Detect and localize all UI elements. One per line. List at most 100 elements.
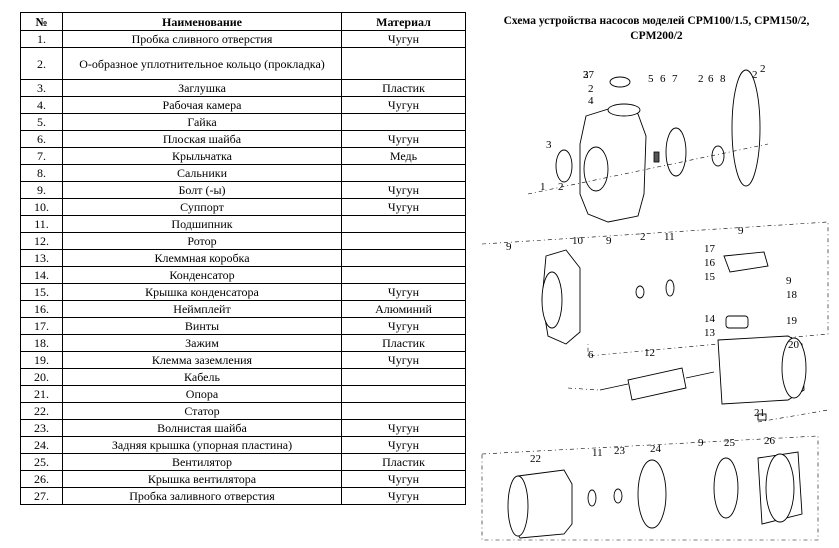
cell-name: Болт (-ы) xyxy=(62,181,342,199)
callout-10: 10 xyxy=(572,235,584,247)
cell-number: 24. xyxy=(20,436,63,454)
callout-23: 23 xyxy=(614,445,626,457)
cell-name: Заглушка xyxy=(62,79,342,97)
cell-name: Вентилятор xyxy=(62,453,342,471)
cell-name: Суппорт xyxy=(62,198,342,216)
callout-27: 27 xyxy=(583,69,595,81)
cell-material: Чугун xyxy=(341,181,466,199)
callout-11b: 11 xyxy=(592,447,603,459)
table-header-row: № Наименование Материал xyxy=(20,12,466,31)
cell-name: Статор xyxy=(62,402,342,420)
callout-11a: 11 xyxy=(664,231,675,243)
table-row: 21.Опора xyxy=(20,385,466,403)
stator-fan-group xyxy=(481,435,819,541)
cell-number: 16. xyxy=(20,300,63,318)
callout-16: 16 xyxy=(704,257,716,269)
callout-2c: 2 xyxy=(752,69,758,81)
rotor-shaft xyxy=(599,371,715,391)
cell-material: Чугун xyxy=(341,419,466,437)
bearing-11b-part xyxy=(587,489,597,507)
header-material: Материал xyxy=(341,12,466,31)
table-row: 14.Конденсатор xyxy=(20,266,466,284)
o-ring-2-part xyxy=(731,69,761,187)
cell-number: 5. xyxy=(20,113,63,131)
motor-group xyxy=(567,335,829,423)
callout-6b: 6 xyxy=(708,73,714,85)
table-row: 2.О-образное уплотнительное кольцо (прок… xyxy=(20,47,466,80)
cell-material xyxy=(341,266,466,284)
cell-material: Пластик xyxy=(341,453,466,471)
cell-number: 1. xyxy=(20,30,63,48)
cell-name: Волнистая шайба xyxy=(62,419,342,437)
cell-material xyxy=(341,385,466,403)
cell-material xyxy=(341,249,466,267)
motor-13-housing xyxy=(717,335,805,405)
cell-material: Пластик xyxy=(341,334,466,352)
callout-14: 14 xyxy=(704,313,716,325)
cell-number: 15. xyxy=(20,283,63,301)
table-row: 13.Клеммная коробка xyxy=(20,249,466,267)
callout-9c: 9 xyxy=(738,225,744,237)
parts-table: № Наименование Материал 1.Пробка сливног… xyxy=(20,12,466,505)
callout-5: 5 xyxy=(648,73,654,85)
callout-25: 25 xyxy=(724,437,736,449)
cell-material: Чугун xyxy=(341,351,466,369)
table-row: 9.Болт (-ы)Чугун xyxy=(20,181,466,199)
callouts: 3 27 2 4 5 6 7 2 6 8 2 3 1 2 9 10 9 2 11… xyxy=(506,63,800,465)
callout-9b: 9 xyxy=(606,235,612,247)
callout-2b: 2 xyxy=(698,73,704,85)
callout-6a: 6 xyxy=(660,73,666,85)
rear-cover-24-part xyxy=(637,459,667,529)
cell-name: Подшипник xyxy=(62,215,342,233)
cell-name: Крышка вентилятора xyxy=(62,470,342,488)
impeller-7-part xyxy=(665,127,687,177)
group-border-lower xyxy=(567,387,829,423)
cell-name: Ротор xyxy=(62,232,342,250)
nut-5-part xyxy=(653,151,660,163)
table-row: 12.Ротор xyxy=(20,232,466,250)
callout-4: 4 xyxy=(588,95,594,107)
cell-material: Чугун xyxy=(341,198,466,216)
callout-22: 22 xyxy=(530,453,541,465)
callout-12: 12 xyxy=(644,347,655,359)
callout-21: 21 xyxy=(754,407,765,419)
exploded-view-diagram: 3 27 2 4 5 6 7 2 6 8 2 3 1 2 9 10 9 2 11… xyxy=(481,63,829,541)
cap-27-part xyxy=(609,76,631,88)
cell-number: 6. xyxy=(20,130,63,148)
cell-name: Зажим xyxy=(62,334,342,352)
capacitor-14-part xyxy=(725,315,749,329)
callout-15: 15 xyxy=(704,271,716,283)
cell-number: 23. xyxy=(20,419,63,437)
cell-name: Задняя крышка (упорная пластина) xyxy=(62,436,342,454)
cell-material xyxy=(341,232,466,250)
callout-2e: 2 xyxy=(640,231,646,243)
callout-7: 7 xyxy=(672,73,678,85)
cell-material xyxy=(341,113,466,131)
cell-number: 3. xyxy=(20,79,63,97)
callout-1: 1 xyxy=(540,181,546,193)
callout-9d: 9 xyxy=(786,275,792,287)
cell-number: 27. xyxy=(20,487,63,505)
cell-number: 10. xyxy=(20,198,63,216)
diagram-title-line-1: Схема устройства насосов моделей CPM100/… xyxy=(503,15,810,27)
cell-material: Чугун xyxy=(341,470,466,488)
cell-material xyxy=(341,47,466,80)
cell-number: 17. xyxy=(20,317,63,335)
cell-material: Чугун xyxy=(341,96,466,114)
cell-name: О-образное уплотнительное кольцо (прокла… xyxy=(62,47,342,80)
cell-number: 14. xyxy=(20,266,63,284)
cell-material xyxy=(341,402,466,420)
callout-3b: 3 xyxy=(546,139,552,151)
cell-name: Гайка xyxy=(62,113,342,131)
cell-number: 7. xyxy=(20,147,63,165)
bearing-11-part xyxy=(665,279,675,297)
